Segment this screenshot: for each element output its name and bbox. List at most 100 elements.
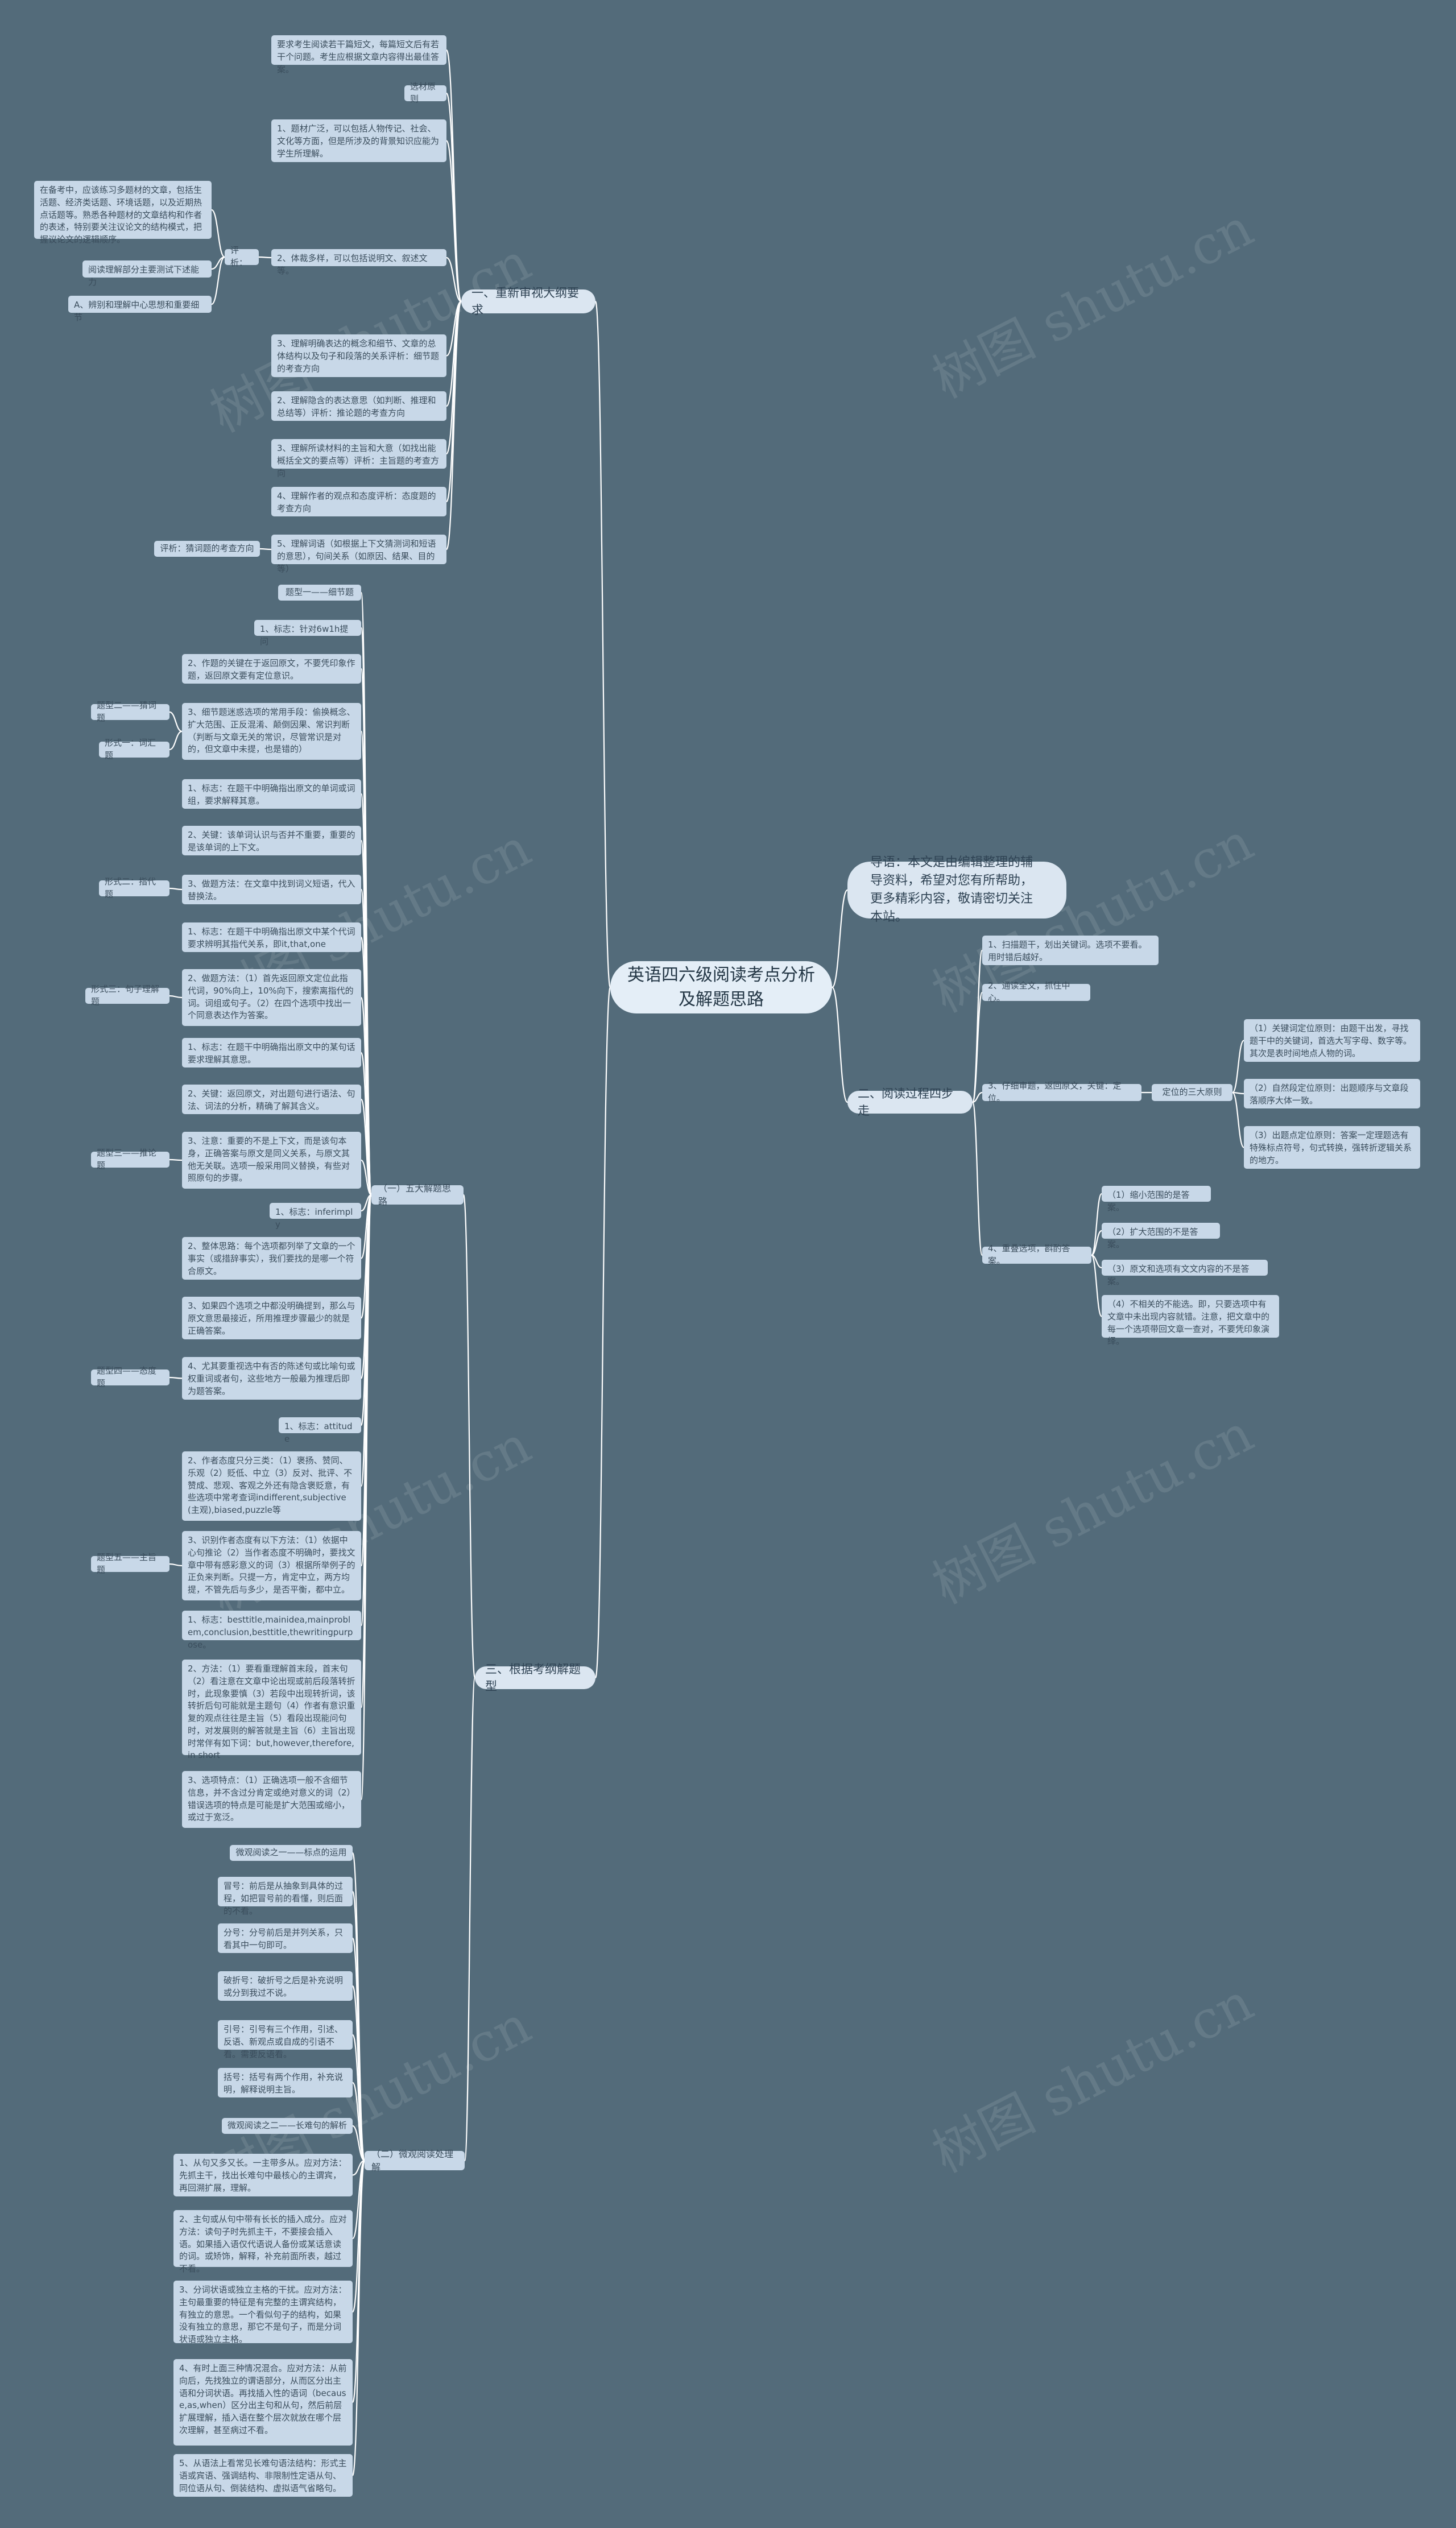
topic-node[interactable]: A、辨别和理解中心思想和重要细节 (68, 296, 212, 322)
topic-node[interactable]: 括号：括号有两个作用，补充说明，解释说明主旨。 (218, 2068, 353, 2097)
connector (1090, 1254, 1103, 1317)
group-micro-reading[interactable]: （二）微观阅读处理解 (365, 2149, 465, 2173)
topic-node[interactable]: （4）不相关的不能选。即，只要选项中有文章中未出现内容就错。注意，把文章中的每一… (1102, 1295, 1279, 1346)
topic-node[interactable]: 题型五——主旨题 (91, 1552, 169, 1575)
connector (360, 1194, 373, 1212)
topic-node[interactable]: 3、识别作者态度有以下方法：（1）依据中心句推论（2）当作者态度不明确时，要找文… (182, 1531, 361, 1600)
topic-node[interactable]: 3、分词状语或独立主格的干扰。应对方法：主句最重要的特征是有完整的主谓宾结构，有… (173, 2281, 353, 2344)
connector (360, 996, 373, 1196)
topic-node[interactable]: 微观阅读之一——标点的运用 (230, 1845, 353, 1861)
watermark: 树图 shutu.cn (923, 197, 1263, 410)
topic-node[interactable]: 5、从语法上看常见长难句语法结构：形式主语或宾语、强调结构、非限制性定语从句、同… (173, 2454, 353, 2497)
topic-node[interactable]: 2、关键：该单词认识与否并不重要，重要的是该单词的上下文。 (182, 826, 361, 855)
topic-node[interactable]: 2、方法：（1）要看重理解首末段，首末句（2）看注意在文章中论出现或前后段落转折… (182, 1660, 361, 1760)
connector (1090, 1193, 1103, 1256)
connector (971, 1101, 983, 1256)
topic-node[interactable]: 2、作题的关键在于返回原文，不要凭印象作题，返回原文要有定位意识。 (182, 654, 361, 684)
topic-node[interactable]: 2、理解隐含的表达意思（如判断、推理和总结等）评析：推论题的考查方向 (271, 391, 446, 421)
connector (360, 793, 373, 1196)
branch-outline-requirements[interactable]: 一、重新审视大纲要求 (461, 286, 595, 317)
topic-node[interactable]: 分号：分号前后是并列关系，只看其中一句即可。 (218, 1923, 353, 1953)
topic-node[interactable]: 2、体裁多样，可以包括说明文、叙述文等。 (271, 249, 446, 276)
connector (210, 256, 226, 305)
connector (168, 730, 183, 751)
topic-node[interactable]: 3、做题方法：在文章中找到词义短语，代入替换法。 (182, 875, 361, 904)
topic-node[interactable]: 要求考生阅读若干篇短文，每篇短文后有若干个问题。考生应根据文章内容得出最佳答案。 (271, 35, 446, 75)
watermark: 树图 shutu.cn (923, 1402, 1263, 1616)
topic-node[interactable]: 定位的三大原则 (1152, 1084, 1232, 1101)
connector (258, 256, 272, 259)
topic-node[interactable]: 题型一——细节题 (278, 585, 361, 601)
topic-node[interactable]: 选材原则 (404, 81, 446, 104)
topic-node[interactable]: 3、如果四个选项之中都没明确提到，那么与原文意思最接近，所用推理步骤最少的就是正… (182, 1297, 361, 1339)
topic-node[interactable]: 1、标志：在题干中明确指出原文中的某句话要求理解其意思。 (182, 1038, 361, 1068)
topic-node[interactable]: 评析： (225, 245, 259, 268)
topic-node[interactable]: 形式一：词汇题 (99, 738, 169, 760)
connector (971, 1091, 983, 1103)
topic-node[interactable]: （1）关键词定位原则：由题干出发，寻找题干中的关键词，首选大写字母、数字等。其次… (1244, 1019, 1420, 1062)
connector (168, 711, 183, 733)
topic-node[interactable]: 3、注意：重要的不是上下文，而是该句本身，正确答案与原文是同义关系，与原文其他无… (182, 1132, 361, 1189)
topic-node[interactable]: 1、标志：在题干中明确指出原文的单词或词组，要求解释其意。 (182, 779, 361, 809)
topic-node[interactable]: 1、标志：besttitle,mainidea,mainproblem,conc… (182, 1611, 361, 1650)
topic-node[interactable]: 1、题材广泛，可以包括人物传记、社会、文化等方面，但是所涉及的背景知识应能为学生… (271, 119, 446, 162)
topic-node[interactable]: 题型四——态度题 (91, 1366, 169, 1388)
topic-node[interactable]: 1、扫描题干，划出关键词。选项不要看。用时错后越好。 (982, 936, 1159, 965)
topic-node[interactable]: 微观阅读之二——长难句的解析 (222, 2118, 353, 2134)
topic-node[interactable]: 3、仔细审题，返回原文，关键：定位。 (982, 1081, 1141, 1103)
topic-node[interactable]: 冒号：前后是从抽象到具体的过程，如把冒号前的看懂，则后面的不看。 (218, 1877, 353, 1916)
topic-node[interactable]: 3、理解明确表达的概念和细节、文章的总体结构以及句子和段落的关系评析：细节题的考… (271, 334, 446, 377)
topic-node[interactable]: （3）出题点定位原则：答案一定理题选有特殊标点符号，句式转换，强转折逻辑关系的地… (1244, 1126, 1420, 1169)
topic-node[interactable]: 2、做题方法：（1）首先返回原文定位此指代词，90%向上，10%向下，搜索离指代… (182, 969, 361, 1026)
connector (831, 889, 849, 988)
topic-node[interactable]: 破折号：破折号之后是补充说明或分到我过不说。 (218, 1971, 353, 2001)
topic-node[interactable]: 2、整体思路：每个选项都列举了文章的一个事实（或措辞事实），我们要找的是哪一个符… (182, 1237, 361, 1280)
topic-node[interactable]: 4、理解作者的观点和态度评析：态度题的考查方向 (271, 487, 446, 516)
topic-node[interactable]: 1、标志：attitude (279, 1417, 361, 1444)
connector (360, 936, 373, 1196)
connector (831, 986, 849, 1103)
watermark: 树图 shutu.cn (923, 1971, 1263, 2184)
connector (360, 1194, 373, 1379)
topic-node[interactable]: 题型二——猜词题 (91, 700, 169, 723)
topic-node[interactable]: 1、标志：针对6w1h提问 (254, 620, 361, 647)
topic-node[interactable]: 形式二：指代题 (99, 876, 169, 899)
topic-node[interactable]: 评析：猜词题的考查方向 (154, 541, 260, 557)
group-five-approaches[interactable]: （一）五大解题思路 (371, 1183, 464, 1207)
topic-node[interactable]: 4、重叠选项，斟酌答案。 (982, 1243, 1091, 1266)
root-topic[interactable]: 英语四六级阅读考点分析及解题思路 (610, 961, 832, 1013)
topic-node[interactable]: 5、理解词语（如根据上下文猜测词和短语的意思），句间关系（如原因、结果、目的等） (271, 535, 446, 574)
connector (351, 2159, 366, 2313)
topic-node[interactable]: 形式三：句子理解题 (85, 984, 169, 1007)
topic-node[interactable]: 3、理解所读材料的主旨和大意（如找出能概括全文的要点等）评析：主旨题的考查方向 (271, 439, 446, 478)
topic-node[interactable]: 2、作者态度只分三类：（1）褒扬、赞同、乐观（2）贬低、中立（3）反对、批评、不… (182, 1451, 361, 1521)
topic-node[interactable]: 题型三——推论题 (91, 1148, 169, 1170)
topic-node[interactable]: （3）原文和选项有文文内容的不是答案。 (1102, 1260, 1268, 1286)
topic-node[interactable]: 2、通读全文，抓住中心。 (982, 980, 1090, 1003)
topic-node[interactable]: 在备考中，应该练习多题材的文章，包括生活题、经济类话题、环境话题，以及近期热点话… (34, 181, 212, 245)
connector (1090, 1254, 1103, 1269)
connector (360, 1194, 373, 1426)
branch-question-types[interactable]: 三、根据考纲解题型 (475, 1662, 595, 1693)
connector (351, 2159, 366, 2403)
connector (351, 2159, 366, 2476)
topic-node[interactable]: 阅读理解部分主要测试下述能力 (82, 260, 212, 287)
topic-node[interactable]: 1、标志：inferimply (270, 1203, 361, 1230)
intro-node[interactable]: 导语：本文是由编辑整理的辅导资料，希望对您有所帮助，更多精彩内容，敬请密切关注本… (847, 855, 1066, 924)
topic-node[interactable]: （1）缩小范围的是答案。 (1102, 1186, 1211, 1213)
branch-reading-steps[interactable]: 二、阅读过程四步走 (847, 1087, 973, 1118)
topic-node[interactable]: 4、尤其要重视选中有否的陈述句或比喻句或权重词或者句，这些地方一般最为推理后即为… (182, 1357, 361, 1400)
topic-node[interactable]: 3、选项特点：（1）正确选项一般不含细节信息，并不含过分肯定或绝对意义的词（2）… (182, 1771, 361, 1828)
topic-node[interactable]: 引号：引号有三个作用，引述、反语、新观点或自成的引语不看。需要反语看。 (218, 2020, 353, 2059)
topic-node[interactable]: 4、有时上面三种情况混合。应对方法：从前向后，先找独立的谓语部分，从而区分出主语… (173, 2359, 353, 2446)
topic-node[interactable]: 2、关键：返回原文，对出题句进行语法、句法、词法的分析，精确了解其含义。 (182, 1085, 361, 1114)
topic-node[interactable]: 2、主句或从句中带有长长的插入成分。应对方法：读句子时先抓主干，不要接会插入语。… (173, 2210, 353, 2274)
connector (1231, 1091, 1245, 1148)
topic-node[interactable]: 1、从句又多又长。一主带多从。应对方法：先抓主干，找出长难句中最核心的主谓宾，再… (173, 2154, 353, 2196)
topic-node[interactable]: 1、标志：在题干中明确指出原文中某个代词要求辨明其指代关系，即it,that,o… (182, 922, 361, 952)
topic-node[interactable]: （2）扩大范围的不是答案。 (1102, 1223, 1220, 1249)
topic-node[interactable]: 3、细节题迷惑选项的常用手段：偷换概念、扩大范围、正反混淆、颠倒因果、常识判断（… (182, 703, 361, 760)
topic-node[interactable]: （2）自然段定位原则：出题顺序与文章段落顺序大体一致。 (1244, 1079, 1420, 1108)
connector (1090, 1230, 1103, 1256)
